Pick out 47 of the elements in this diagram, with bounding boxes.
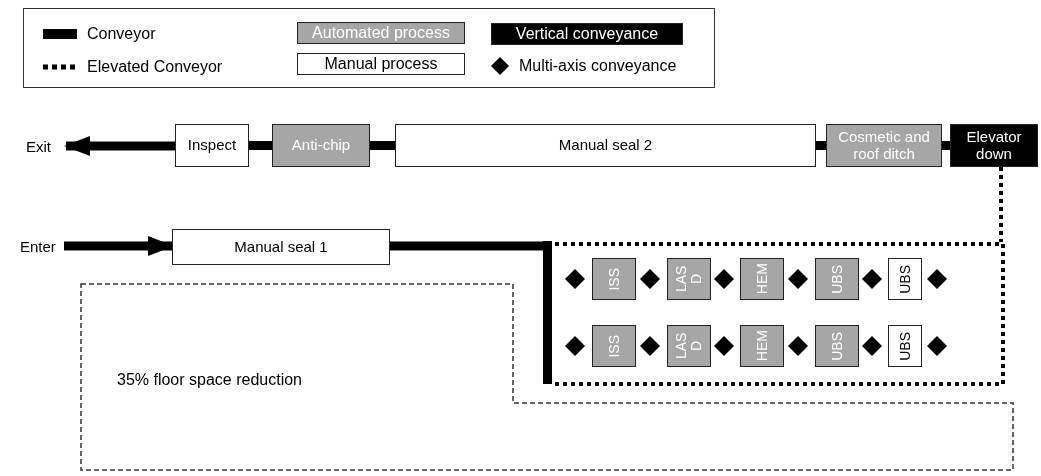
legend-label: Manual process — [324, 55, 438, 73]
process-station: ISS — [592, 258, 636, 300]
conveyor-line — [370, 141, 395, 150]
conveyor-arrow — [64, 136, 175, 156]
flow-label: Enter — [20, 236, 64, 256]
multi-axis-diamond — [788, 269, 808, 289]
multi-axis-diamond — [640, 269, 660, 289]
process-station: HEM — [740, 325, 784, 367]
process-box: Inspect — [175, 124, 249, 167]
multi-axis-diamond — [714, 336, 734, 356]
process-station: ISS — [592, 325, 636, 367]
conveyor-line — [249, 141, 272, 150]
legend-label: Multi-axis conveyance — [519, 57, 677, 75]
legend-label: Automated process — [312, 24, 450, 42]
multi-axis-diamond — [640, 336, 660, 356]
area-note: 35% floor space reduction — [117, 371, 302, 389]
conveyor-line — [942, 141, 950, 150]
multi-axis-diamond — [927, 269, 947, 289]
conveyor-arrow — [64, 236, 174, 256]
process-station: UBS — [815, 258, 859, 300]
process-station: LAS D — [667, 258, 711, 300]
multi-axis-diamond — [565, 269, 585, 289]
multi-axis-diamond — [927, 336, 947, 356]
conveyor-line — [390, 241, 543, 251]
legend-label: Conveyor — [87, 25, 156, 43]
multi-axis-diamond — [788, 336, 808, 356]
process-station: UBS — [815, 325, 859, 367]
process-station: LAS D — [667, 325, 711, 367]
conveyor-bar — [543, 241, 552, 384]
legend-label: Elevated Conveyor — [87, 58, 223, 76]
process-station: UBS — [888, 325, 922, 367]
process-station: UBS — [888, 258, 922, 300]
process-box: Manual seal 1 — [172, 229, 390, 265]
legend-label: Vertical conveyance — [515, 25, 659, 43]
multi-axis-diamond — [565, 336, 585, 356]
flow-label: Exit — [26, 136, 66, 156]
process-box: Manual seal 2 — [395, 124, 816, 167]
process-box: Cosmetic and roof ditch — [826, 124, 942, 167]
process-station: HEM — [740, 258, 784, 300]
process-box: Anti-chip — [272, 124, 370, 167]
elevated-conveyor-loop — [555, 242, 1005, 386]
multi-axis-diamond — [862, 336, 882, 356]
multi-axis-diamond — [862, 269, 882, 289]
conveyor-line — [816, 141, 826, 150]
multi-axis-diamond — [714, 269, 734, 289]
process-box: Elevator down — [950, 124, 1038, 167]
conveyor-line — [999, 167, 1003, 242]
